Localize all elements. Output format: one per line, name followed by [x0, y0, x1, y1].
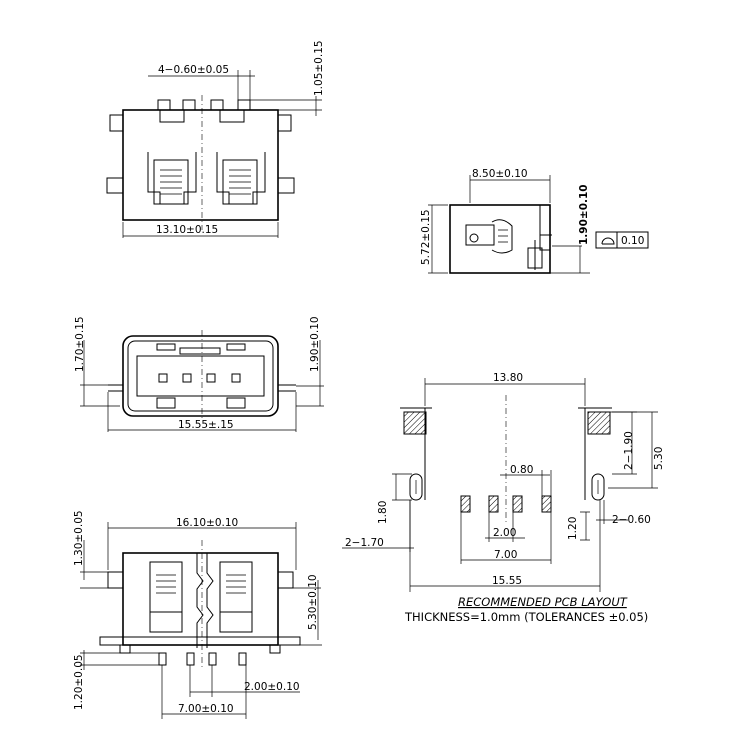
top-pin-width-label: 4−0.60±0.05 [158, 64, 229, 76]
top-view: 4−0.60±0.05 13.10±0.15 1.05±0.15 [106, 40, 325, 238]
bottom-pin-height-label: 1.20±0.05 [73, 654, 85, 710]
pcb-layout-title: RECOMMENDED PCB LAYOUT [458, 595, 628, 609]
pcb-pad-height-label: 2−1.90 [623, 431, 635, 470]
front-view: 15.55±.15 1.70±0.15 1.90±0.10 [74, 316, 324, 432]
pcb-slot-offset-label: 2−1.70 [345, 537, 384, 549]
pcb-layout: 13.80 2−1.90 5.30 0.80 1.80 2−1.70 2.00 … [342, 372, 665, 624]
side-view: 8.50±0.10 5.72±0.15 1.90±0.10 0.10 [420, 168, 649, 274]
top-width-label: 13.10±0.15 [156, 224, 218, 236]
bottom-pin-pitch-label: 2.00±0.10 [244, 681, 300, 693]
pcb-pitch-label: 2.00 [493, 527, 516, 539]
front-right-height-label: 1.90±0.10 [309, 316, 321, 372]
front-width-label: 15.55±.15 [178, 419, 234, 431]
pcb-pin-height-label: 1.20 [567, 517, 579, 540]
pcb-pin-span-label: 7.00 [494, 549, 517, 561]
bottom-width-label: 16.10±0.10 [176, 517, 238, 529]
bottom-pin-span-label: 7.00±0.10 [178, 703, 234, 715]
pcb-width-label: 13.80 [493, 372, 523, 384]
pcb-layout-note: THICKNESS=1.0mm (TOLERANCES ±0.05) [404, 610, 648, 624]
pcb-slot-height-label: 1.80 [377, 501, 389, 524]
bottom-view: 16.10±0.10 1.30±0.05 5.30±0.10 1.20±0.05… [73, 510, 322, 719]
bottom-left-offset-label: 1.30±0.05 [73, 510, 85, 566]
pcb-total-width-label: 15.55 [492, 575, 522, 587]
side-height-label: 5.72±0.15 [420, 209, 432, 265]
side-length-label: 8.50±0.10 [472, 168, 528, 180]
front-left-height-label: 1.70±0.15 [74, 316, 86, 372]
side-standoff-label: 1.90±0.10 [578, 184, 590, 245]
pcb-slot-width-label: 2−0.60 [612, 514, 651, 526]
pcb-total-height-label: 5.30 [653, 447, 665, 470]
top-pin-offset-label: 1.05±0.15 [313, 40, 325, 96]
pcb-pad-width-label: 0.80 [510, 464, 533, 476]
bottom-right-height-label: 5.30±0.10 [307, 574, 319, 630]
flatness-value-label: 0.10 [621, 235, 644, 247]
